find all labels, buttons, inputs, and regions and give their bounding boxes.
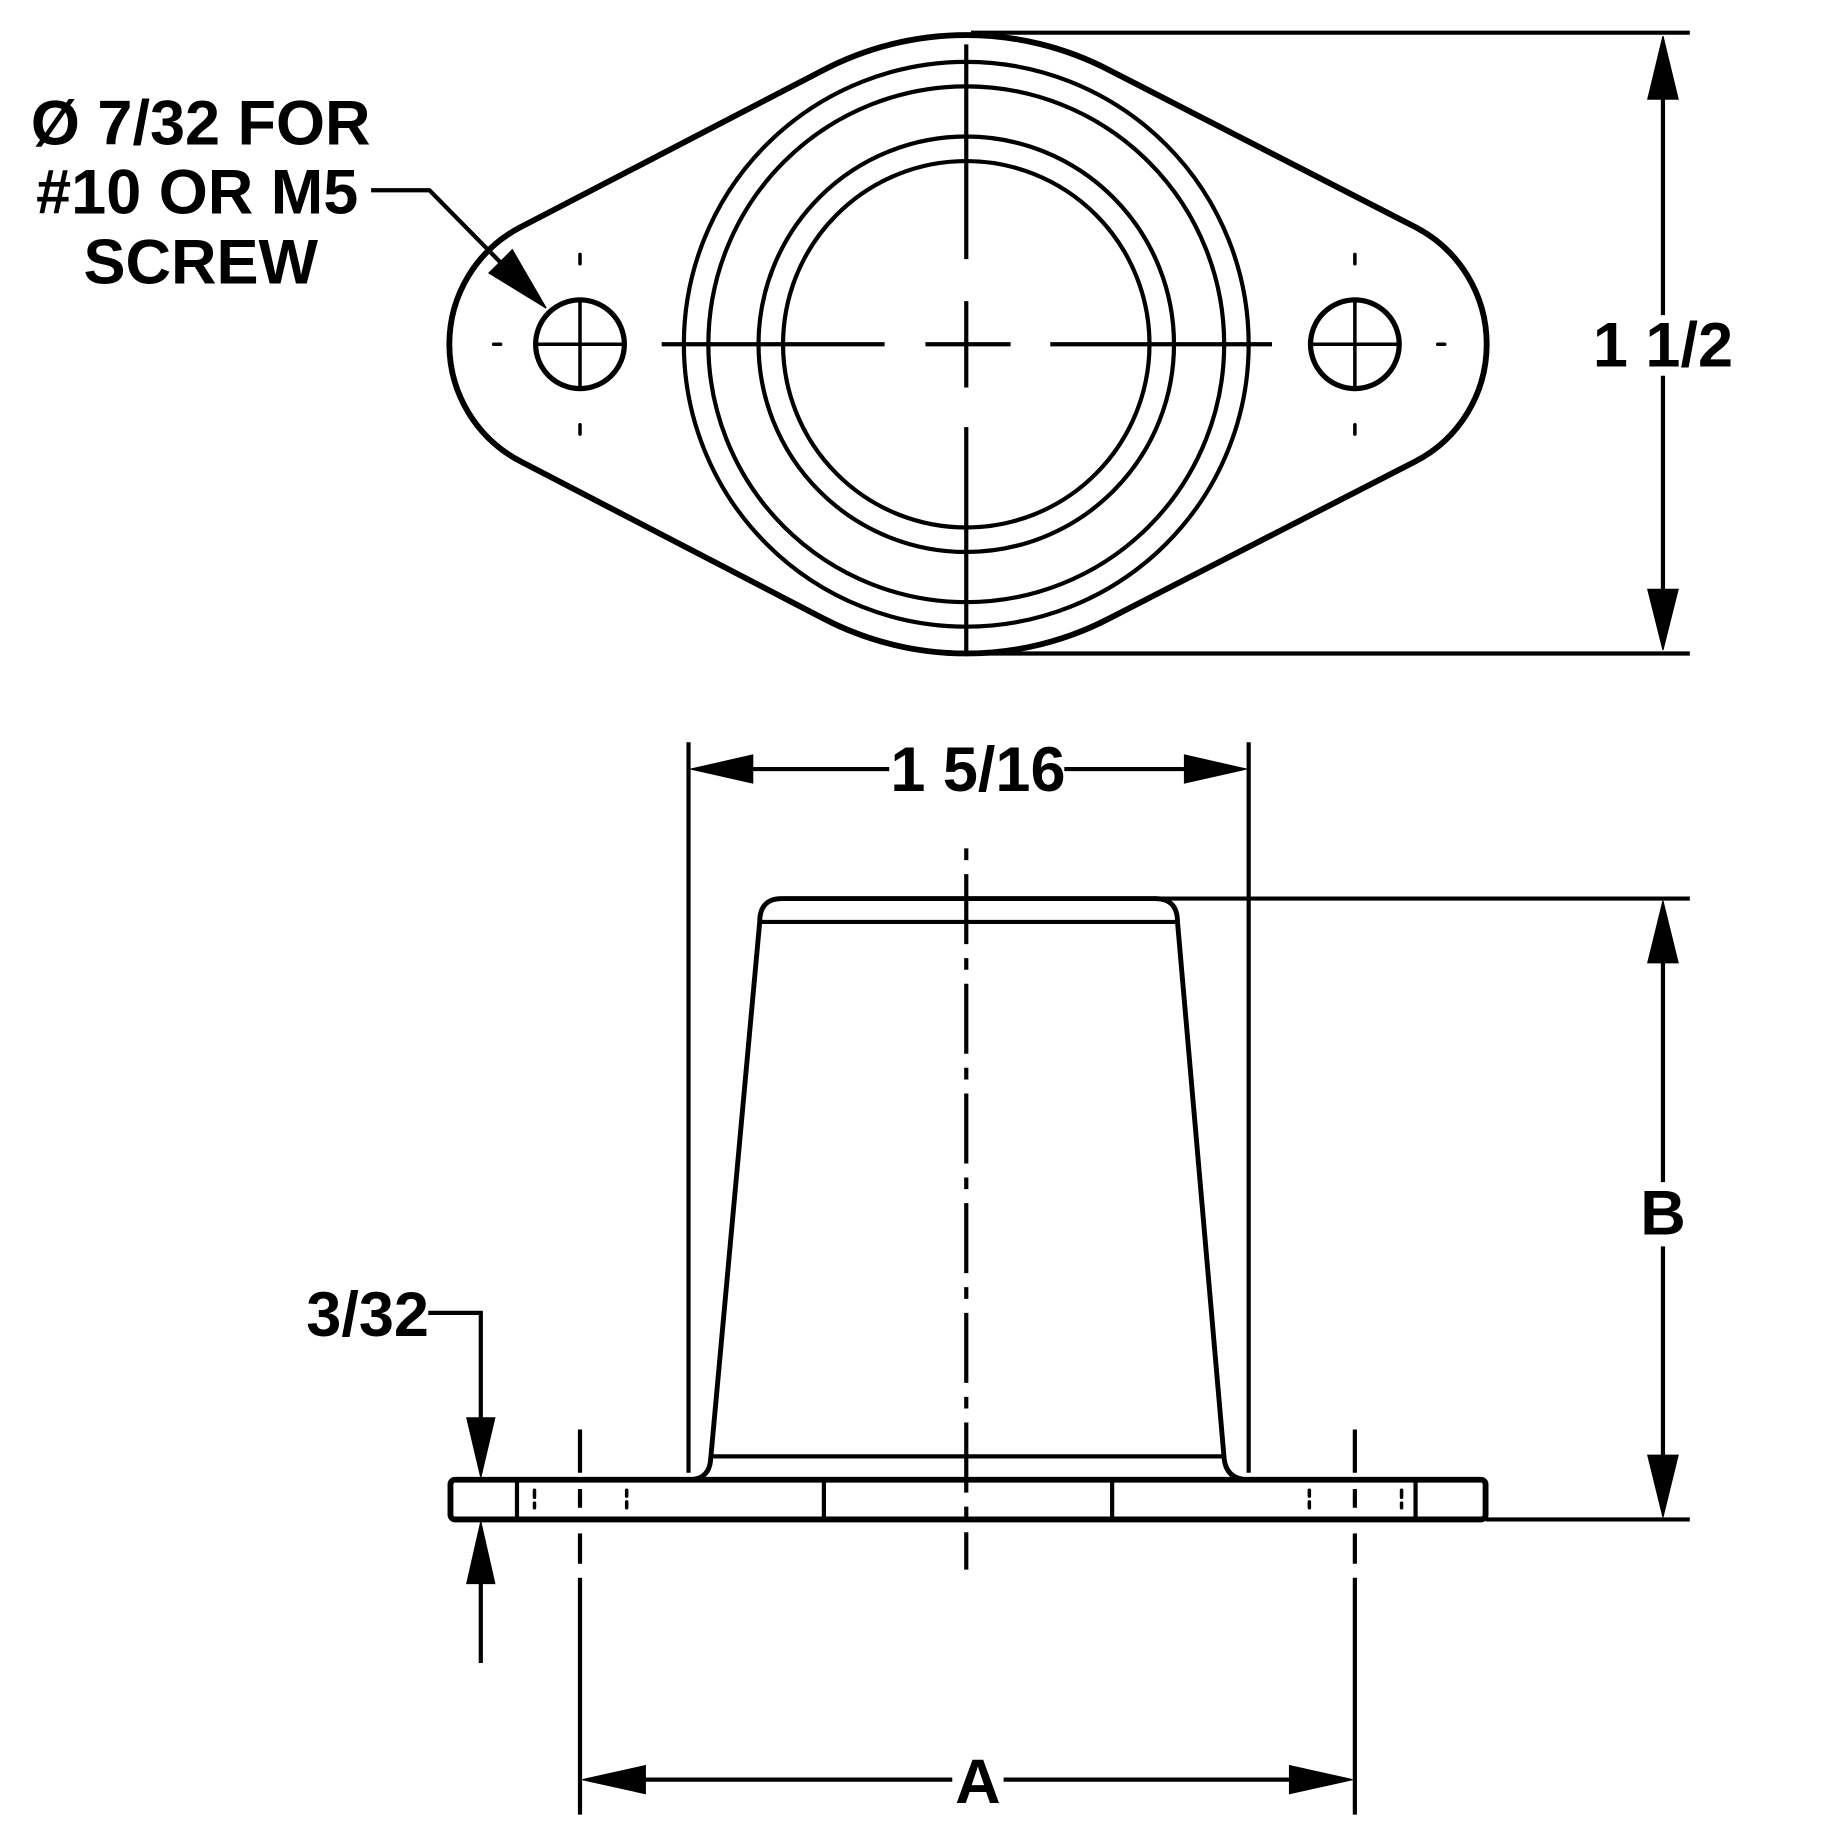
overall-height-label: 1 1/2 (1593, 310, 1733, 380)
base-diameter-dimension: 1 5/16 (686, 735, 1251, 1473)
height-label: B (1640, 1179, 1685, 1249)
left-mounting-hole (491, 252, 627, 436)
dimension-arrowhead-top (466, 1417, 496, 1478)
overall-height-dimension: 1 1/2 (970, 30, 1733, 656)
hole-note-line-3: SCREW (83, 228, 318, 298)
dimension-arrowhead-top (1647, 36, 1679, 100)
hole-note-leader-line (371, 188, 504, 266)
base-diameter-label: 1 5/16 (890, 735, 1065, 805)
dimension-arrowhead-left (582, 1764, 646, 1795)
left-hole-circle (533, 297, 627, 392)
dimension-arrowhead-bottom (1647, 1454, 1679, 1518)
top-view: Ø 7/32 FOR #10 OR M5 SCREW 1 1/2 (31, 30, 1733, 657)
right-hole-circle (1307, 297, 1402, 392)
flange-thickness-leader (428, 1310, 483, 1418)
hole-note-arrowhead (488, 248, 547, 309)
hole-note-callout: Ø 7/32 FOR #10 OR M5 SCREW (31, 89, 547, 309)
dimension-arrowhead-right (1288, 1764, 1353, 1795)
front-view: 1 5/16 B 3/32 (306, 735, 1690, 1817)
top-view-center-lines (661, 44, 1273, 654)
dimension-arrowhead-bottom (1647, 588, 1679, 651)
flange-thickness-label: 3/32 (306, 1280, 429, 1350)
hole-note-line-2: #10 OR M5 (36, 158, 358, 228)
dimension-arrowhead-left (690, 754, 754, 784)
dimension-arrowhead-top (1647, 900, 1679, 964)
hole-spacing-label: A (955, 1747, 1001, 1817)
hole-spacing-dimension: A (577, 1429, 1357, 1817)
dimension-arrowhead-right (1183, 754, 1247, 784)
dimension-arrowhead-bottom (466, 1521, 496, 1585)
hole-note-line-1: Ø 7/32 FOR (31, 89, 371, 159)
flange-outline (446, 32, 1490, 657)
right-mounting-hole (1307, 252, 1447, 436)
height-dimension: B (1161, 896, 1690, 1522)
flange-thickness-dimension: 3/32 (306, 1280, 496, 1663)
bumper-body-outline (688, 896, 1249, 1483)
